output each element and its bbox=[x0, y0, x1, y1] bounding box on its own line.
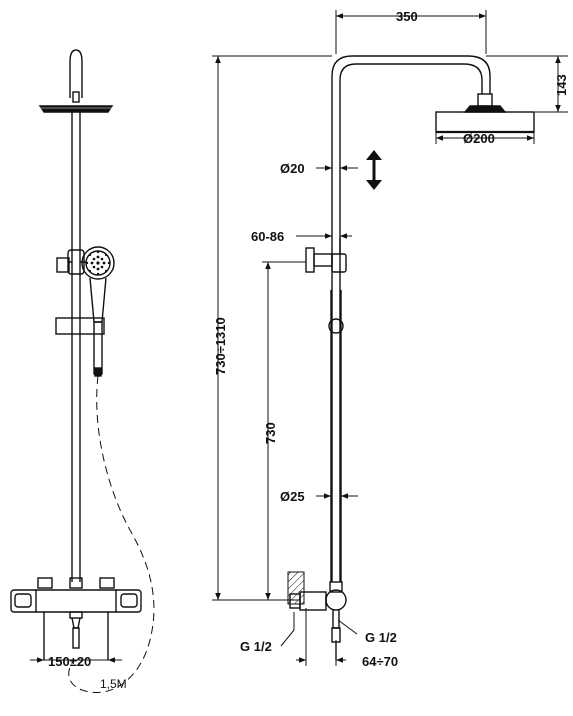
wall-hatch bbox=[287, 571, 305, 605]
hand-shower-holder-front bbox=[56, 249, 86, 275]
shower-head-side bbox=[435, 111, 535, 134]
hand-shower-front bbox=[81, 246, 115, 377]
height-adjust-arrow bbox=[366, 150, 382, 190]
lower-pipe-label: Ø25 bbox=[280, 489, 305, 504]
head-diameter-dimension bbox=[435, 132, 535, 144]
holder-range-label: 60-86 bbox=[251, 229, 284, 244]
total-height-label: 730÷1310 bbox=[213, 317, 228, 375]
total-height-dimension bbox=[212, 55, 332, 601]
thread-leaders bbox=[280, 612, 358, 647]
shower-arm bbox=[331, 55, 491, 582]
outlet-thread-label: G 1/2 bbox=[365, 630, 397, 645]
inlet-spacing-label: 150±20 bbox=[48, 654, 91, 669]
head-diameter-label: Ø200 bbox=[463, 131, 495, 146]
side-view bbox=[289, 55, 535, 660]
head-drop-dimension bbox=[486, 55, 568, 113]
slider-knob bbox=[328, 318, 344, 334]
wall-offset-dimension bbox=[296, 608, 346, 666]
hose-dashed bbox=[68, 375, 155, 694]
shower-head-front bbox=[38, 91, 114, 113]
inlet-thread-label: G 1/2 bbox=[240, 639, 272, 654]
hand-shower-holder-side bbox=[305, 238, 347, 273]
column-top-bend bbox=[69, 49, 83, 98]
arm-width-dimension bbox=[335, 10, 487, 54]
upper-pipe-label: Ø20 bbox=[280, 161, 305, 176]
front-view bbox=[10, 49, 155, 694]
wall-offset-label: 64÷70 bbox=[362, 654, 398, 669]
head-drop-label: 143 bbox=[554, 74, 569, 96]
mixer-body-front bbox=[10, 577, 142, 660]
valve-holder-dimension bbox=[262, 261, 306, 600]
hose-length-label: 1,5M bbox=[100, 677, 127, 691]
valve-holder-label: 730 bbox=[263, 422, 278, 444]
arm-width-label: 350 bbox=[396, 9, 418, 24]
lower-bracket-front bbox=[55, 317, 105, 335]
